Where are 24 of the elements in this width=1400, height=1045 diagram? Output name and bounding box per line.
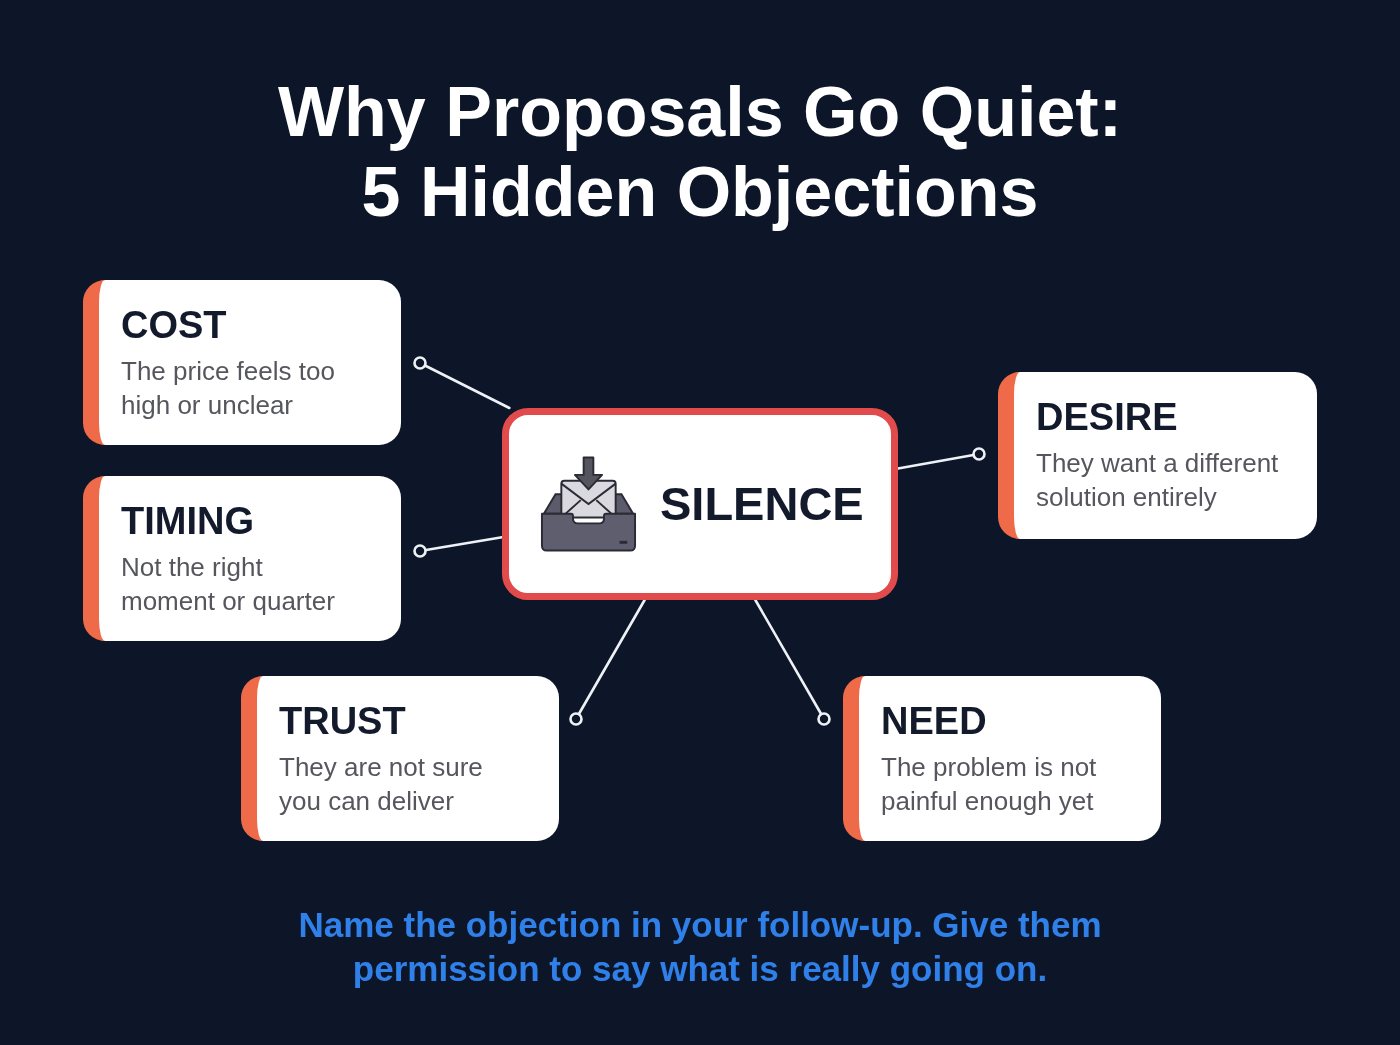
connector-line (413, 535, 504, 558)
connector-line (896, 447, 986, 470)
objection-card (83, 280, 401, 445)
connector-line (569, 598, 646, 726)
card-heading: COST (121, 304, 227, 346)
objection-card (843, 676, 1161, 841)
objection-card (998, 372, 1317, 539)
connector-line (754, 598, 831, 726)
objection-card (241, 676, 559, 841)
objection-card (83, 476, 401, 641)
card-heading: TIMING (121, 500, 254, 542)
footer-note: Name the objection in your follow-up. Give them permission to say what is really going on. (297, 904, 1103, 990)
card-description: Not the right moment or quarter (121, 551, 336, 618)
card-description: The problem is not painful enough yet (881, 751, 1098, 818)
hub-label: SILENCE (660, 476, 864, 532)
card-description: They are not sure you can deliver (279, 751, 484, 818)
card-heading: TRUST (279, 700, 406, 742)
card-heading: DESIRE (1036, 396, 1178, 438)
connector-line (413, 356, 511, 410)
diagram-title: Why Proposals Go Quiet: 5 Hidden Objections (277, 72, 1123, 232)
card-heading: NEED (881, 700, 987, 742)
central-box (502, 408, 898, 600)
card-description: They want a different solution entirely (1036, 447, 1280, 514)
card-description: The price feels too high or unclear (121, 355, 336, 422)
